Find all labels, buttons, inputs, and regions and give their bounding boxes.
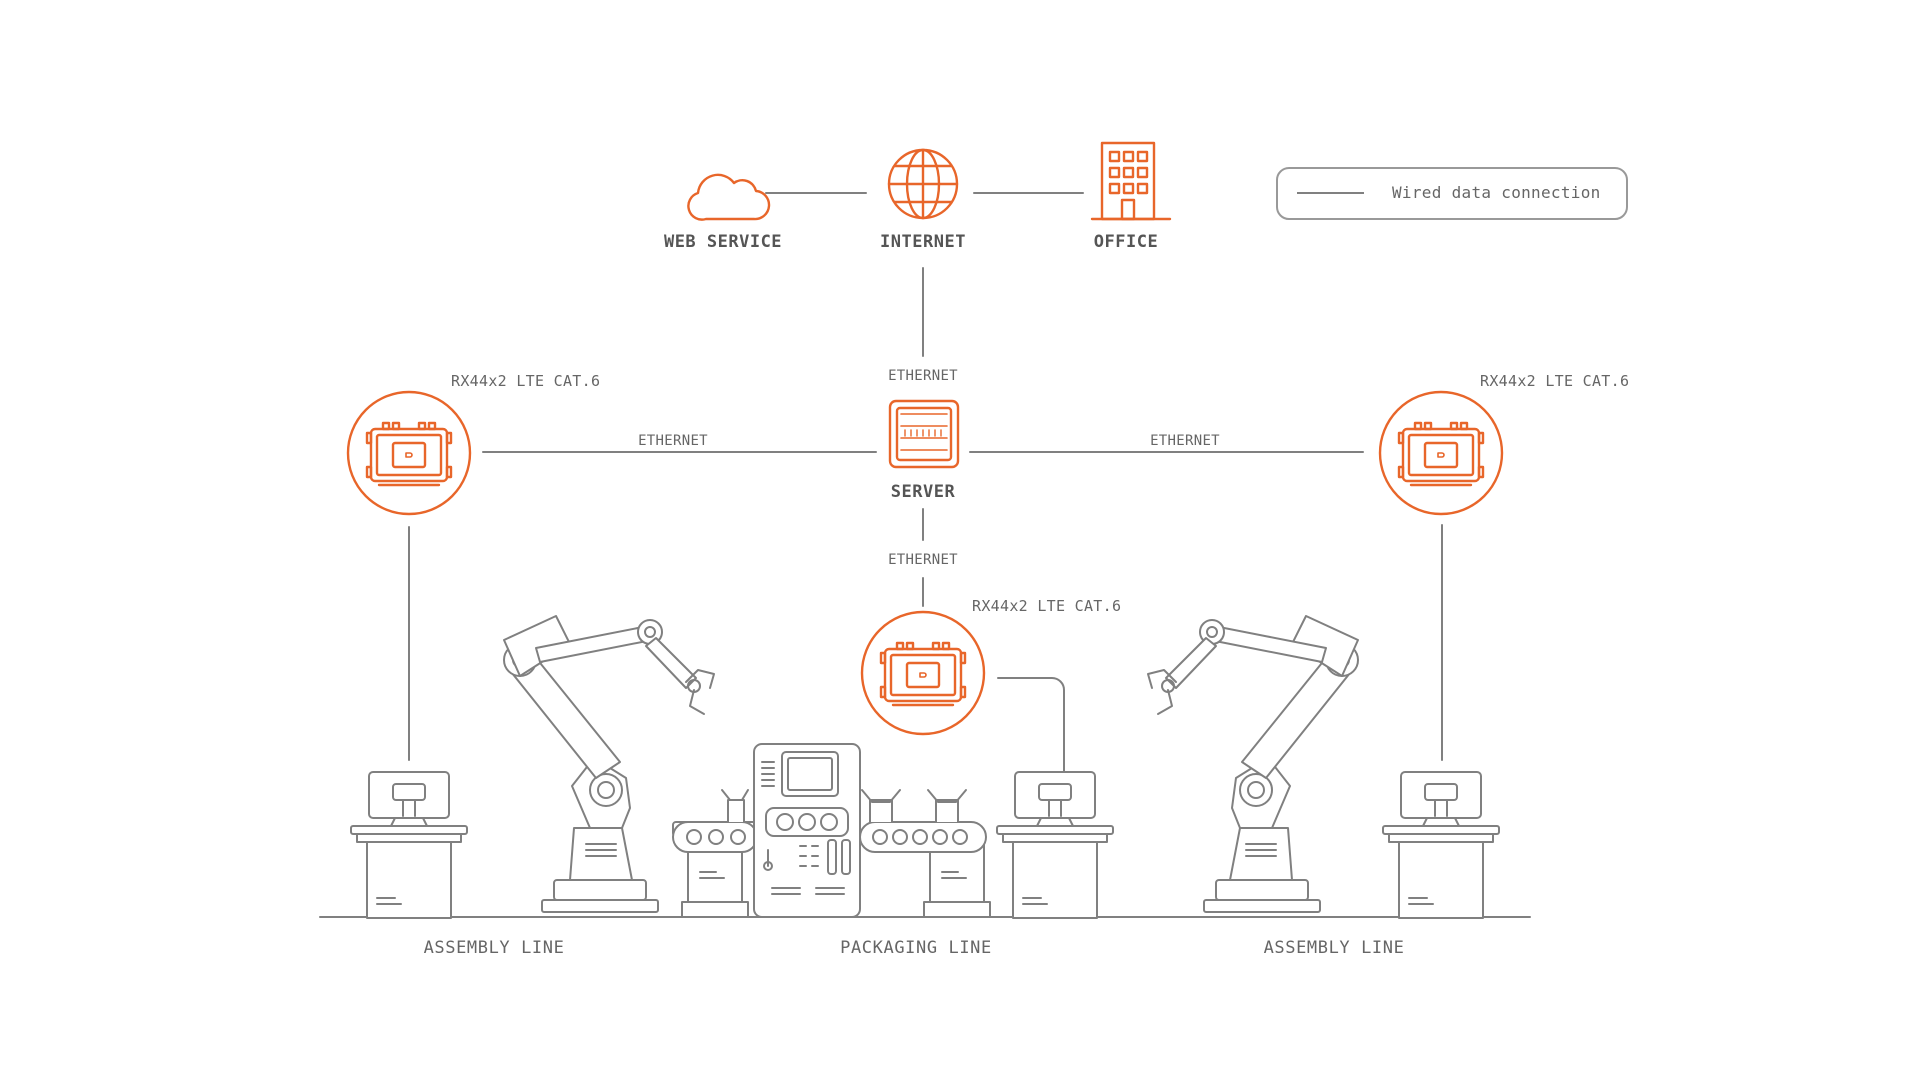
router-left-ring	[346, 390, 472, 516]
router-center-ring	[860, 610, 986, 736]
router-icon	[1397, 421, 1485, 487]
router-center: RX44x2 LTE CAT.6	[860, 597, 1121, 736]
router-left-model: RX44x2 LTE CAT.6	[451, 372, 600, 390]
legend-wired-label: Wired data connection	[1392, 183, 1601, 202]
workstation-right	[1382, 771, 1500, 919]
workstation-center	[996, 771, 1114, 919]
web-service-node: WEB SERVICE	[664, 173, 782, 252]
ethernet-label-left: ETHERNET	[638, 433, 708, 449]
web-service-label: WEB SERVICE	[664, 232, 782, 252]
server-icon	[888, 399, 960, 469]
robot-arm-right	[1147, 615, 1359, 913]
cloud-icon	[687, 173, 771, 221]
assembly-line-left-label: ASSEMBLY LINE	[424, 938, 565, 958]
server-label: SERVER	[891, 482, 956, 502]
router-icon	[365, 421, 453, 487]
conveyor-left	[672, 789, 758, 918]
server-node: SERVER	[888, 399, 960, 502]
building-icon	[1090, 141, 1172, 221]
router-center-model: RX44x2 LTE CAT.6	[972, 597, 1121, 615]
internet-node: INTERNET	[880, 148, 966, 252]
right-assembly-line	[1147, 615, 1500, 919]
legend-box	[1276, 167, 1628, 220]
ethernet-label-bottom: ETHERNET	[888, 552, 958, 568]
assembly-line-right-label: ASSEMBLY LINE	[1264, 938, 1405, 958]
workstation-left	[350, 771, 468, 919]
router-icon	[879, 641, 967, 707]
legend: Wired data connection	[1276, 167, 1628, 220]
packaging-machine	[753, 743, 861, 918]
globe-icon	[887, 148, 959, 220]
conveyor-right	[859, 789, 991, 918]
left-assembly-line	[350, 615, 715, 919]
packaging-line-label: PACKAGING LINE	[840, 938, 992, 958]
ethernet-label-top: ETHERNET	[888, 368, 958, 384]
office-label: OFFICE	[1094, 232, 1158, 252]
center-router-station-link	[997, 677, 1065, 777]
office-node: OFFICE	[1090, 141, 1172, 252]
ethernet-label-right: ETHERNET	[1150, 433, 1220, 449]
internet-label: INTERNET	[880, 232, 966, 252]
router-right: RX44x2 LTE CAT.6	[1378, 372, 1629, 516]
router-left: RX44x2 LTE CAT.6	[346, 372, 600, 516]
packaging-line	[672, 743, 1114, 919]
robot-arm-left	[503, 615, 715, 913]
router-right-model: RX44x2 LTE CAT.6	[1480, 372, 1629, 390]
router-right-ring	[1378, 390, 1504, 516]
